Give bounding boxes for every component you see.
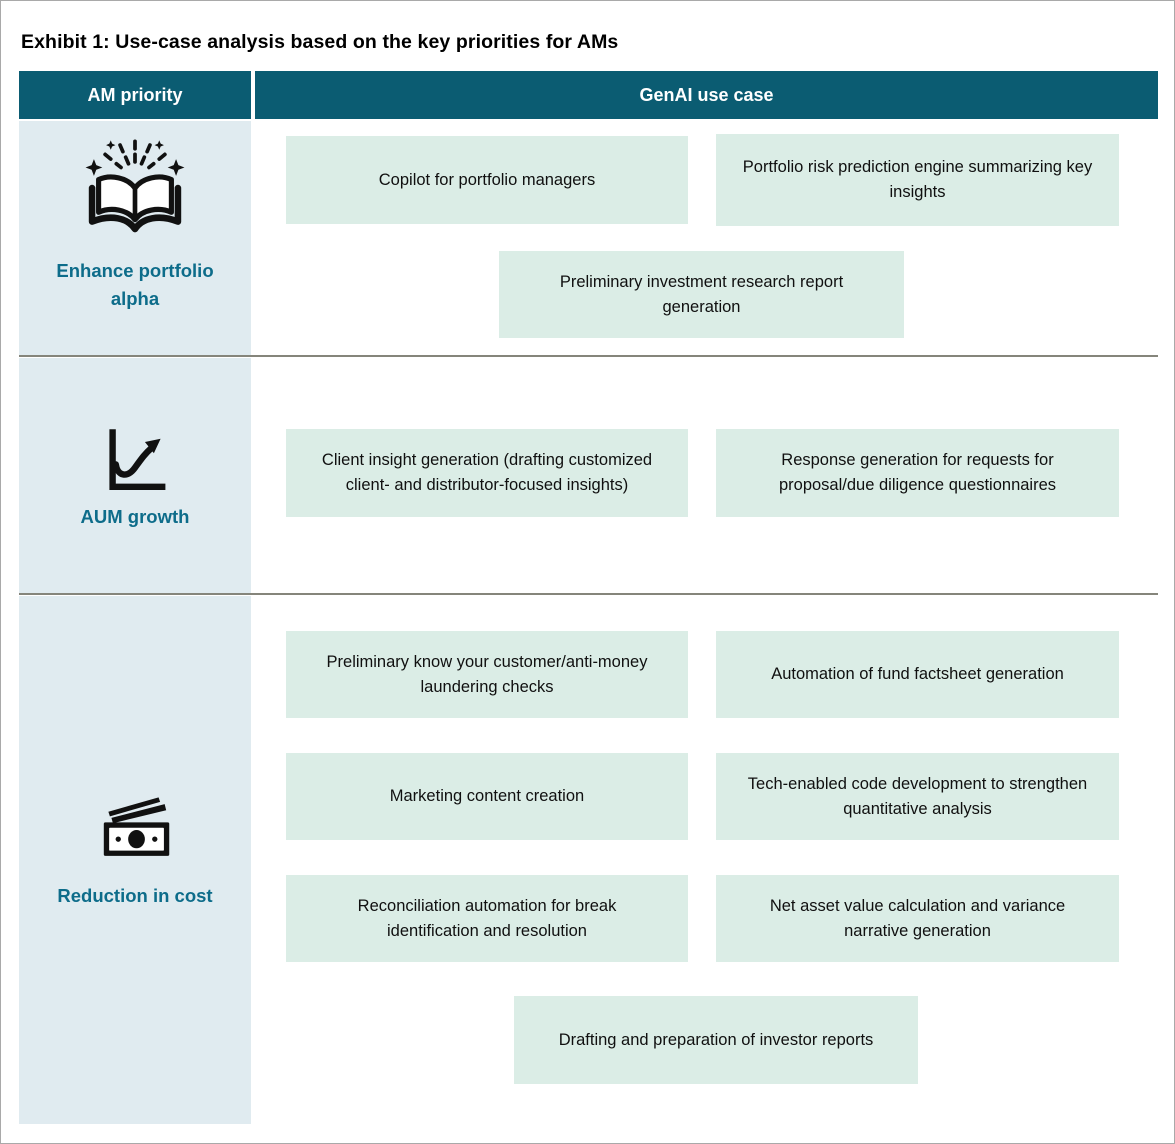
priority-cell-reduction-cost: Reduction in cost — [19, 596, 251, 1124]
priority-label-reduction-cost: Reduction in cost — [57, 885, 213, 906]
use-case-box-client-insight: Client insight generation (drafting cust… — [286, 429, 688, 517]
use-case-box-reconciliation: Reconciliation automation for break iden… — [286, 875, 688, 962]
priority-label-enhance-alpha: Enhance portfolio alpha — [56, 260, 214, 309]
row-divider — [19, 593, 1158, 595]
use-case-box-investor-reports: Drafting and preparation of investor rep… — [514, 996, 918, 1084]
use-case-box-risk-prediction: Portfolio risk prediction engine summari… — [716, 134, 1119, 226]
use-case-box-code-development: Tech-enabled code development to strengt… — [716, 753, 1119, 840]
growth-chart-icon — [109, 429, 166, 490]
priority-cell-enhance-alpha: Enhance portfolio alpha — [19, 121, 251, 355]
use-case-box-factsheet-automation: Automation of fund factsheet generation — [716, 631, 1119, 718]
use-case-box-nav-calculation: Net asset value calculation and variance… — [716, 875, 1119, 962]
column-header-am-priority: AM priority — [19, 71, 251, 119]
row-divider — [19, 355, 1158, 357]
book-sparkles-icon — [85, 139, 185, 233]
money-icon — [103, 797, 170, 856]
priority-label-aum-growth: AUM growth — [80, 506, 190, 527]
use-case-box-rfp-response: Response generation for requests for pro… — [716, 429, 1119, 517]
use-case-box-marketing-content: Marketing content creation — [286, 753, 688, 840]
priority-cell-aum-growth: AUM growth — [19, 358, 251, 593]
use-case-box-research-report: Preliminary investment research report g… — [499, 251, 904, 338]
use-case-box-kyc-aml: Preliminary know your customer/anti-mone… — [286, 631, 688, 718]
column-header-genai-use-case: GenAI use case — [255, 71, 1158, 119]
exhibit-title: Exhibit 1: Use-case analysis based on th… — [21, 31, 619, 53]
use-case-box-copilot: Copilot for portfolio managers — [286, 136, 688, 224]
